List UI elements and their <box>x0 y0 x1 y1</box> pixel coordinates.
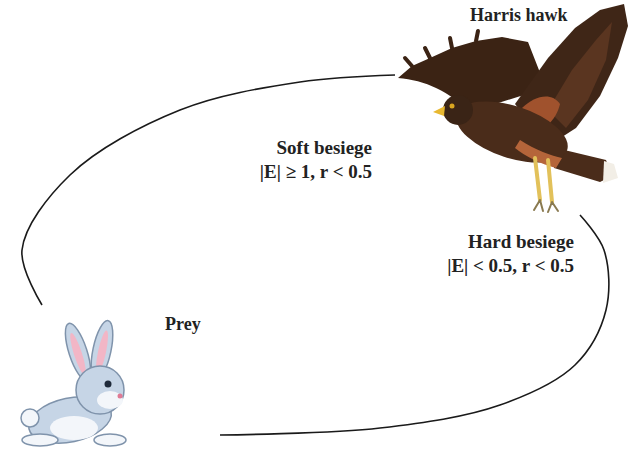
hawk-wing-shade <box>548 22 612 128</box>
edge-label: Hard besiege |E| < 0.5, r < 0.5 <box>447 230 574 278</box>
hawk-illustration <box>398 4 628 212</box>
rabbit-eye <box>105 381 112 388</box>
rabbit-tail <box>21 409 39 427</box>
rabbit-nose <box>118 394 123 399</box>
hawk-head <box>443 95 473 125</box>
prey-node: Prey <box>20 305 220 450</box>
node-label: Harris hawk <box>470 4 568 26</box>
besiege-curve <box>22 75 395 305</box>
rabbit-ear-inner <box>67 332 88 376</box>
rabbit-foot <box>22 434 58 446</box>
edge-label: Soft besiege |E| ≥ 1, r < 0.5 <box>259 136 372 184</box>
hawk-talons <box>534 200 558 212</box>
rabbit-head <box>76 366 124 414</box>
hawk-eye <box>450 104 455 109</box>
besiege-curve <box>220 215 609 435</box>
rabbit-foot <box>94 434 126 446</box>
hawk-feathers <box>405 31 478 66</box>
rabbit-belly <box>50 416 98 440</box>
hawk-tail-tip <box>603 161 618 183</box>
hawk-thigh <box>515 140 562 168</box>
node-label: Prey <box>165 313 201 335</box>
predator-node: Harris hawk <box>395 0 620 215</box>
rabbit-muzzle <box>97 391 123 409</box>
hawk-beak <box>433 106 445 116</box>
hawk-leg <box>535 158 552 202</box>
rabbit-illustration <box>21 319 126 450</box>
